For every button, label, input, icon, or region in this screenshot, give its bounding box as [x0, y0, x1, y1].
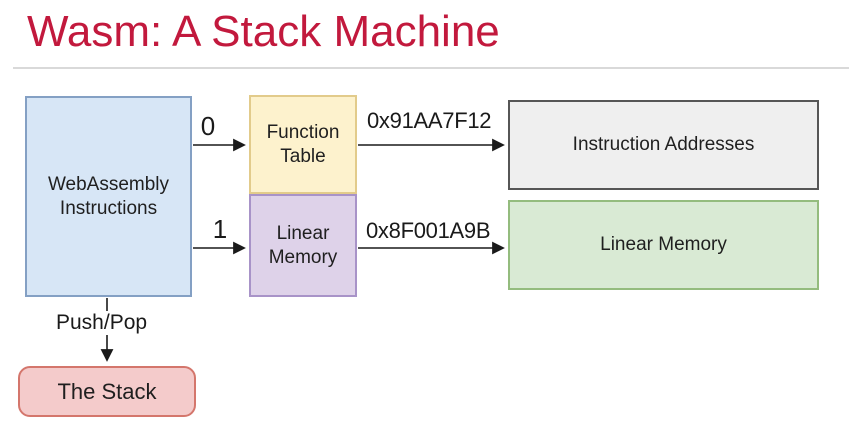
edge-label-push-pop: Push/Pop	[54, 311, 150, 335]
node-the-stack: The Stack	[18, 366, 196, 417]
edge-label-index-0: 0	[200, 111, 216, 141]
node-linear-memory-pointer-label: Linear Memory	[268, 222, 338, 268]
node-webassembly-instructions: WebAssembly Instructions	[25, 96, 192, 297]
node-function-table: Function Table	[249, 95, 357, 194]
node-the-stack-label: The Stack	[57, 378, 157, 404]
node-webassembly-instructions-label: WebAssembly Instructions	[47, 173, 170, 219]
node-instruction-addresses-label: Instruction Addresses	[572, 134, 755, 156]
edge-label-index-1: 1	[212, 214, 228, 244]
edge-label-function-table-address: 0x91AA7F12	[367, 108, 492, 133]
node-linear-memory-pointer: Linear Memory	[249, 194, 357, 297]
node-linear-memory-label: Linear Memory	[600, 234, 727, 256]
node-instruction-addresses: Instruction Addresses	[508, 100, 819, 190]
node-function-table-label: Function Table	[266, 121, 340, 167]
slide-title: Wasm: A Stack Machine	[27, 7, 500, 56]
node-linear-memory: Linear Memory	[508, 200, 819, 290]
title-divider	[13, 67, 849, 69]
edge-label-linear-memory-address: 0x8F001A9B	[366, 218, 491, 243]
